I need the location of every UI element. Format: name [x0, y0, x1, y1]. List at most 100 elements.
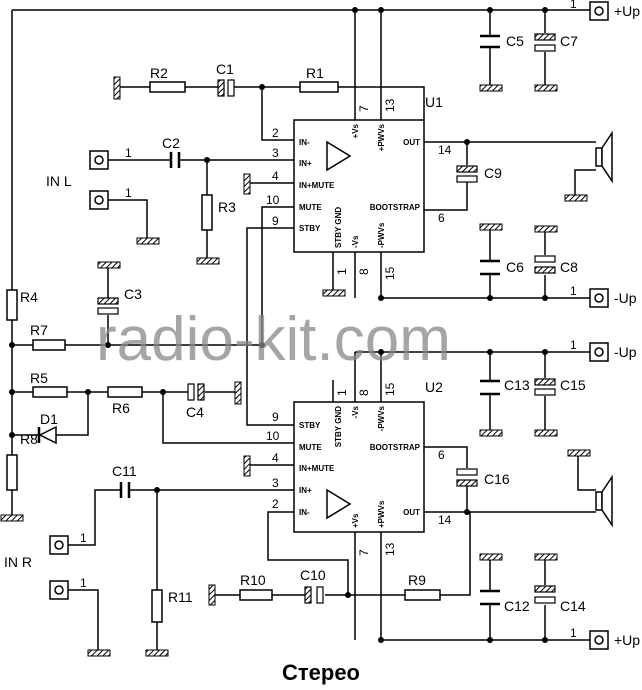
pin-label: STBY GND	[334, 406, 343, 447]
chip-name: U1	[425, 94, 443, 110]
label: C11	[112, 463, 137, 479]
capacitor-c1	[217, 79, 235, 97]
capacitor-c6	[480, 259, 500, 276]
electrolytic-capacitors	[97, 33, 556, 604]
label: 6	[438, 448, 445, 462]
label: 14	[438, 513, 452, 527]
amplifier-triangle-icon	[326, 140, 352, 172]
capacitor-c11	[119, 482, 131, 498]
ground-icon	[87, 649, 111, 657]
label: C12	[504, 598, 530, 614]
resistor-r7	[32, 339, 66, 351]
label: C14	[560, 598, 586, 614]
capacitor-c3	[97, 297, 119, 315]
label: R6	[112, 400, 130, 416]
capacitor-c15	[534, 378, 556, 396]
chip-name: U2	[425, 379, 443, 395]
pin-label: STBY	[299, 421, 321, 430]
ground-icon	[534, 225, 558, 233]
rail-label-plus: +Up	[614, 3, 640, 19]
label: 1	[80, 576, 87, 590]
label: C16	[484, 471, 510, 487]
ground-icon	[479, 223, 503, 231]
resistor-r11	[151, 589, 163, 623]
ground-icon	[322, 289, 346, 297]
label: R3	[218, 199, 236, 215]
terminal-in-l-gnd	[89, 190, 109, 210]
pin-label: STBY GND	[334, 207, 343, 248]
label: 1	[570, 626, 577, 640]
ground-icon	[479, 429, 503, 437]
capacitor-c8	[534, 255, 556, 274]
label: 4	[272, 451, 279, 465]
label: R10	[240, 572, 266, 588]
pin-label: IN+MUTE	[299, 464, 335, 473]
pin-label: -PWVs	[377, 405, 386, 431]
capacitor-c2	[169, 152, 181, 168]
label: C6	[506, 259, 524, 275]
wires	[11, 9, 596, 650]
ground-icon	[534, 429, 558, 437]
ground-icon	[0, 514, 24, 522]
label: D1	[40, 411, 58, 427]
pin-label: IN-	[299, 508, 310, 517]
label: C9	[484, 165, 502, 181]
label: C7	[560, 33, 578, 49]
label: C8	[560, 259, 578, 275]
label: R2	[150, 65, 168, 81]
label: 1	[570, 338, 577, 352]
pin-label: -Vs	[351, 405, 360, 418]
label: R7	[30, 322, 48, 338]
label: 4	[272, 169, 279, 183]
label: 8	[357, 389, 371, 396]
label: 6	[438, 211, 445, 225]
capacitor-c12	[480, 589, 500, 606]
terminal-minus-up-u2	[589, 342, 609, 362]
speaker-icon	[595, 130, 613, 184]
label: 15	[383, 382, 397, 396]
label: 9	[272, 410, 279, 424]
ground-icon	[243, 455, 251, 477]
pin-label: +Vs	[351, 123, 360, 138]
pin-label: +PWVs	[377, 123, 386, 151]
input-label-right: IN R	[4, 554, 32, 570]
pin-label: MUTE	[299, 443, 322, 452]
label: C4	[186, 404, 204, 420]
terminal-in-r-gnd	[49, 580, 69, 600]
resistor-r5	[32, 386, 68, 398]
pin-label: OUT	[403, 138, 420, 147]
ground-icon	[564, 194, 588, 202]
chip-u1: IN- IN+ IN+MUTE MUTE STBY OUT BOOTSTRAP …	[293, 94, 443, 253]
label: 10	[266, 193, 280, 207]
capacitor-c9	[456, 165, 478, 183]
label: 14	[438, 143, 452, 157]
pin-label: +Vs	[351, 513, 360, 528]
terminal-minus-up-u1	[589, 288, 609, 308]
label: C10	[300, 567, 326, 583]
resistors	[6, 81, 441, 623]
ground-icon	[534, 84, 558, 92]
pin-label: -Vs	[351, 235, 360, 248]
resistor-r2	[149, 81, 186, 93]
label: C5	[506, 33, 524, 49]
terminal-plus-up-bottom	[589, 630, 609, 650]
label: 15	[383, 266, 397, 280]
label: C13	[504, 377, 530, 393]
label: 3	[272, 476, 279, 490]
capacitor-c14	[534, 585, 556, 604]
label: 1	[335, 389, 349, 396]
watermark: radio-kit.com	[96, 305, 451, 374]
resistor-r9	[404, 589, 441, 601]
label: 7	[357, 105, 371, 112]
label: 2	[272, 126, 279, 140]
pin-label: BOOTSTRAP	[370, 443, 421, 452]
chip-u2: STBY MUTE IN+MUTE IN+ IN- BOOTSTRAP OUT …	[293, 379, 443, 533]
terminals	[49, 1, 609, 650]
pin-numbers: 2 3 4 10 9 7 13 14 6 1 8 15 1 8 15 9 10 …	[80, 0, 577, 640]
ground-icon	[97, 261, 121, 269]
ground-icon	[479, 84, 503, 92]
label: R1	[306, 65, 324, 81]
ground-icon	[196, 257, 220, 265]
ground-icon	[479, 553, 503, 561]
